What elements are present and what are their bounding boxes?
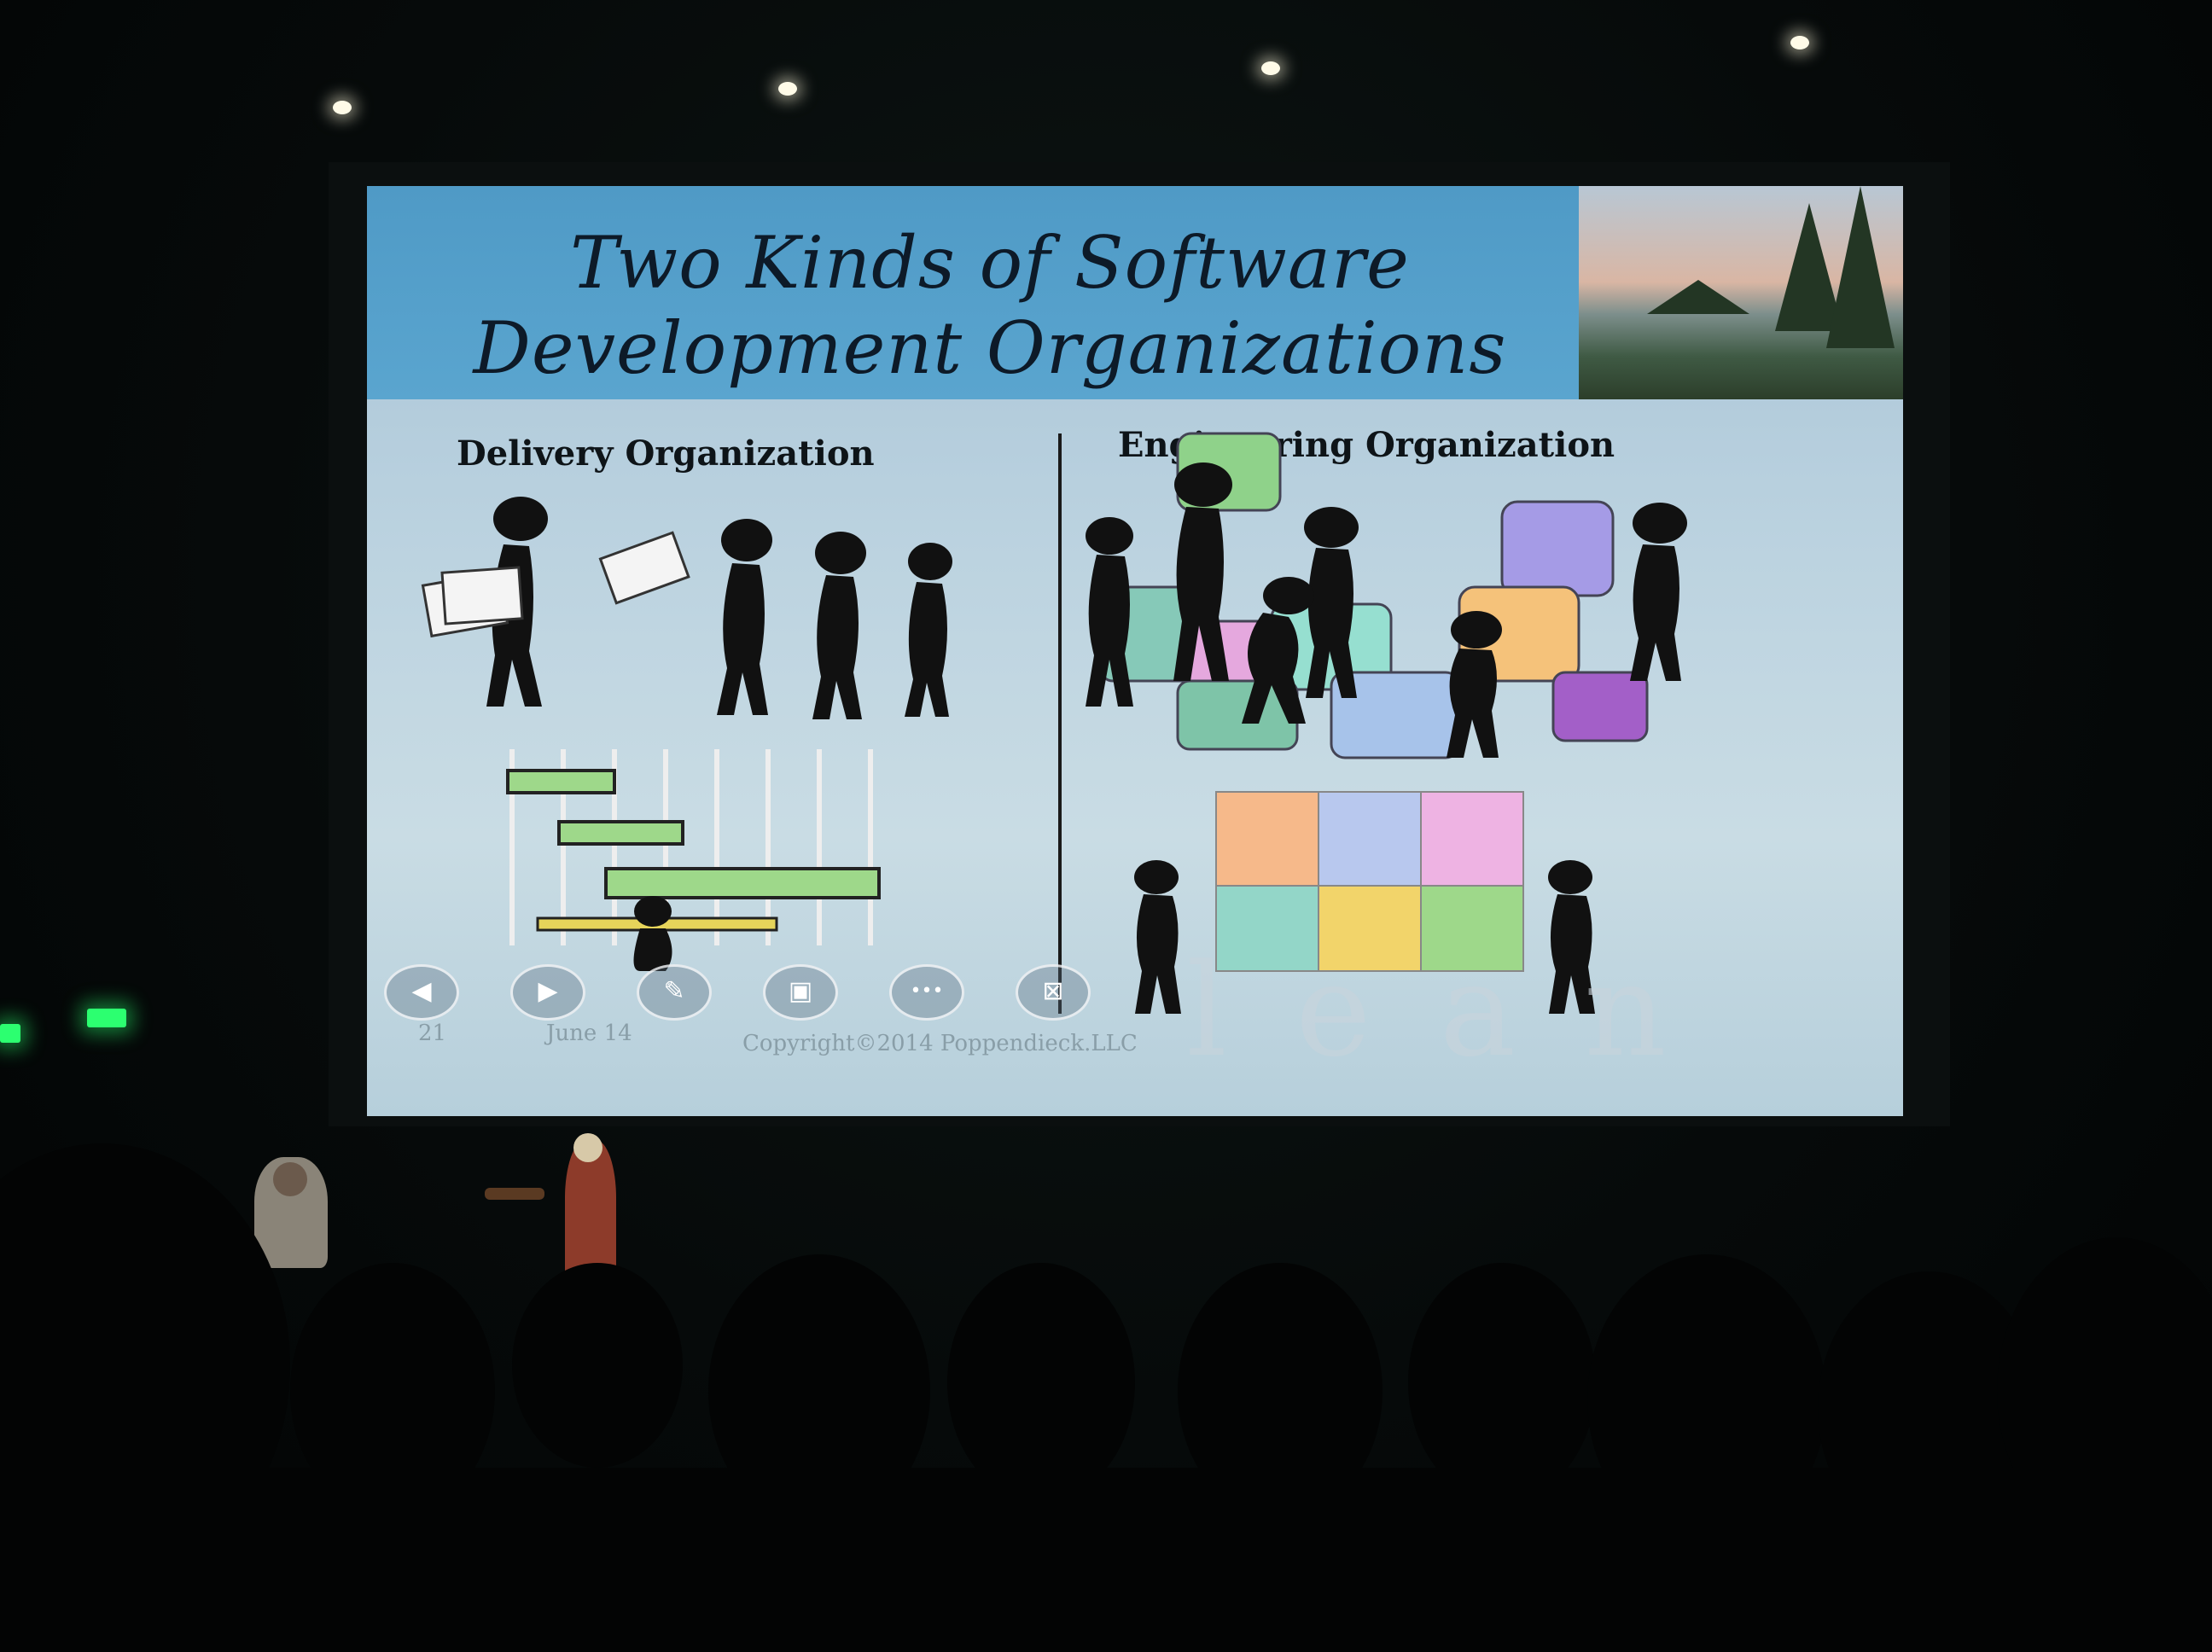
ceiling-light [1261, 61, 1280, 75]
stick-figures [486, 497, 952, 719]
pen-tool-button[interactable]: ✎ [637, 964, 712, 1021]
slide-title-line2: Development Organizations [473, 306, 1507, 390]
slide-title: Two Kinds of Software Development Organi… [418, 220, 1562, 391]
stick-figures [1086, 462, 1687, 1014]
tree-icon [1826, 186, 1895, 348]
more-options-button[interactable]: ••• [889, 964, 964, 1021]
lectern-table [485, 1188, 544, 1200]
screen-options-button[interactable]: ▣ [763, 964, 838, 1021]
exit-sign [0, 1024, 20, 1043]
delivery-illustration [421, 497, 952, 971]
slide-copyright: Copyright©2014 Poppendieck.LLC [742, 1031, 1138, 1056]
tree-icon [1647, 280, 1749, 314]
ceiling-light [778, 82, 797, 96]
next-slide-button[interactable]: ▶ [510, 964, 585, 1021]
exit-sign [87, 1009, 126, 1027]
slide-title-line1: Two Kinds of Software [570, 221, 1410, 305]
presenter-woman [565, 1140, 616, 1285]
ceiling-light [333, 101, 352, 114]
lake-photo [1579, 186, 1903, 399]
presenter-head [573, 1133, 602, 1162]
audience-silhouettes [0, 1143, 2212, 1652]
completed-puzzle [1215, 791, 1524, 972]
slide-header: Two Kinds of Software Development Organi… [367, 186, 1903, 399]
documents [421, 531, 690, 638]
lean-watermark: lean [1186, 937, 1735, 1085]
gantt-bars [506, 769, 881, 899]
previous-slide-button[interactable]: ◀ [384, 964, 459, 1021]
column-divider [1058, 433, 1062, 1014]
carrier-figure [536, 896, 778, 971]
engineering-illustration [1086, 432, 1687, 1014]
slide-date: June 14 [546, 1021, 632, 1046]
delivery-heading: Delivery Organization [457, 433, 875, 474]
presenter-head [273, 1162, 307, 1196]
end-show-button[interactable]: ⊠ [1016, 964, 1091, 1021]
projected-slide: Two Kinds of Software Development Organi… [367, 186, 1903, 1116]
slide-number: 21 [418, 1021, 447, 1046]
ceiling-light [1790, 36, 1809, 49]
